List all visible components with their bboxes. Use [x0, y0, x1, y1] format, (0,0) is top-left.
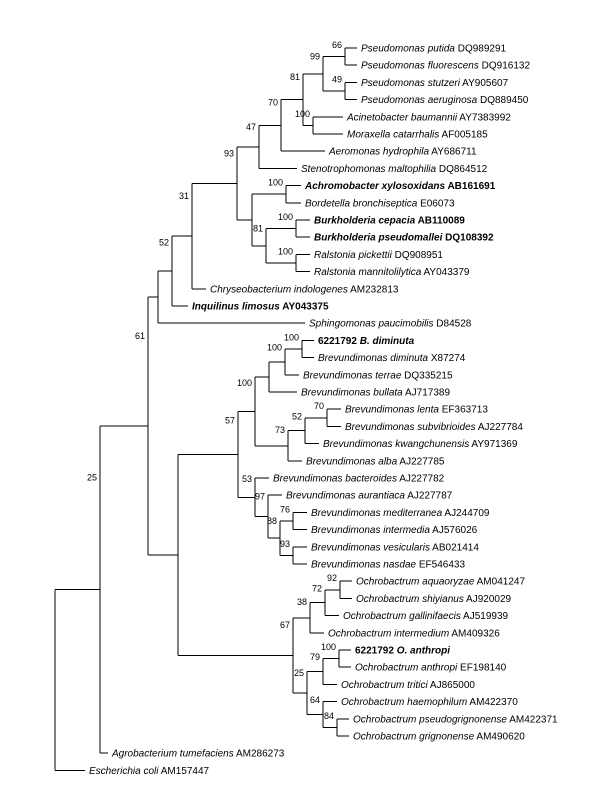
bootstrap-value: 100	[278, 212, 293, 222]
taxon-label: Brevundimonas kwangchunensis AY971369	[323, 439, 518, 450]
taxon-label: Brevundimonas terrae DQ335215	[303, 370, 453, 381]
bootstrap-value: 100	[278, 246, 293, 256]
bootstrap-value: 81	[253, 224, 263, 234]
bootstrap-value: 49	[332, 74, 342, 84]
bootstrap-value: 31	[179, 191, 189, 201]
taxon-label: Ochrobactrum pseudogrignonense AM422371	[353, 714, 558, 725]
taxon-label: Brevundimonas bacteroides AJ227782	[273, 474, 445, 485]
bootstrap-value: 73	[275, 425, 285, 435]
taxon-label: 6221792 B. diminuta	[318, 336, 415, 347]
bootstrap-value: 67	[280, 620, 290, 630]
bootstrap-value: 76	[280, 504, 290, 514]
taxon-label: Brevundimonas vesicularis AB021414	[311, 542, 479, 553]
taxon-label: Brevundimonas alba AJ227785	[306, 456, 445, 467]
bootstrap-value: 100	[268, 178, 283, 188]
bootstrap-value: 72	[312, 583, 322, 593]
bootstrap-value: 92	[327, 573, 337, 583]
taxon-label: Brevundimonas diminuta X87274	[318, 353, 466, 364]
bootstrap-value: 100	[284, 332, 299, 342]
bootstrap-value: 84	[324, 711, 334, 721]
taxon-label: Agrobacterium tumefaciens AM286273	[111, 749, 285, 760]
bootstrap-value: 25	[87, 472, 97, 482]
bootstrap-value: 53	[242, 474, 252, 484]
taxon-label: Pseudomonas putida DQ989291	[361, 44, 507, 55]
taxon-label: Ochrobactrum intermedium AM409326	[328, 628, 500, 639]
taxon-label: Brevundimonas subvibrioides AJ227784	[345, 422, 523, 433]
taxon-label: Ochrobactrum aquaoryzae AM041247	[356, 577, 525, 588]
taxon-label: Inquilinus limosus AY043375	[192, 302, 329, 313]
bootstrap-value: 57	[225, 415, 235, 425]
taxon-label: Brevundimonas lenta EF363713	[345, 405, 488, 416]
bootstrap-value: 61	[135, 331, 145, 341]
taxon-label: Brevundimonas mediterranea AJ244709	[311, 508, 490, 519]
bootstrap-value: 100	[295, 109, 310, 119]
taxon-label: Ochrobactrum tritici AJ865000	[341, 680, 475, 691]
taxon-label: Ralstonia mannitolilytica AY043379	[314, 267, 470, 278]
taxon-label: Escherichia coli AM157447	[89, 766, 210, 777]
taxon-label: Pseudomonas stutzeri AY905607	[361, 78, 509, 89]
taxon-label: Brevundimonas nasdae EF546433	[311, 560, 465, 571]
taxon-label: Brevundimonas intermedia AJ576026	[311, 525, 478, 536]
bootstrap-value: 99	[310, 52, 320, 62]
taxon-label: Ralstonia pickettii DQ908951	[314, 250, 443, 261]
bootstrap-value: 52	[159, 237, 169, 247]
taxon-label: Moraxella catarrhalis AF005185	[347, 130, 488, 141]
bootstrap-value: 70	[314, 401, 324, 411]
taxon-label: Achromobacter xylosoxidans AB161691	[304, 181, 496, 192]
taxon-label: Ochrobactrum shiyianus AJ920029	[356, 594, 512, 605]
taxon-label: Stenotrophomonas maltophilia DQ864512	[301, 164, 488, 175]
taxon-label: Burkholderia pseudomallei DQ108392	[314, 233, 494, 244]
bootstrap-value: 100	[321, 642, 336, 652]
taxon-label: Ochrobactrum gallinifaecis AJ519939	[343, 611, 509, 622]
bootstrap-value: 64	[310, 695, 320, 705]
bootstrap-value: 52	[292, 411, 302, 421]
bootstrap-value: 25	[294, 668, 304, 678]
taxon-label: Brevundimonas bullata AJ717389	[301, 388, 450, 399]
taxon-label: Burkholderia cepacia AB110089	[314, 216, 465, 227]
bootstrap-value: 97	[255, 492, 265, 502]
bootstrap-value: 38	[297, 597, 307, 607]
taxon-label: Chryseobacterium indologenes AM232813	[210, 284, 399, 295]
bootstrap-value: 100	[267, 343, 282, 353]
bootstrap-value: 100	[237, 378, 252, 388]
bootstrap-value: 88	[267, 516, 277, 526]
taxon-label: Pseudomonas fluorescens DQ916132	[361, 61, 530, 72]
bootstrap-value: 93	[224, 149, 234, 159]
taxon-label: Sphingomonas paucimobilis D84528	[309, 319, 472, 330]
taxon-label: Bordetella bronchiseptica E06073	[305, 198, 455, 209]
taxon-label: 6221792 O. anthropi	[355, 646, 450, 657]
taxon-label: Aeromonas hydrophila AY686711	[328, 147, 477, 158]
bootstrap-value: 47	[246, 122, 256, 132]
taxon-label: Pseudomonas aeruginosa DQ889450	[361, 95, 529, 106]
taxon-label: Brevundimonas aurantiaca AJ227787	[286, 491, 453, 502]
taxon-label: Ochrobactrum haemophilum AM422370	[341, 697, 518, 708]
bootstrap-value: 66	[332, 40, 342, 50]
bootstrap-value: 79	[310, 652, 320, 662]
bootstrap-value: 70	[268, 98, 278, 108]
taxon-label: Ochrobactrum anthropi EF198140	[355, 663, 507, 674]
bootstrap-value: 93	[280, 539, 290, 549]
taxon-label: Acinetobacter baumannii AY7383992	[346, 112, 511, 123]
taxon-label: Ochrobactrum grignonense AM490620	[353, 732, 525, 743]
bootstrap-value: 81	[290, 72, 300, 82]
